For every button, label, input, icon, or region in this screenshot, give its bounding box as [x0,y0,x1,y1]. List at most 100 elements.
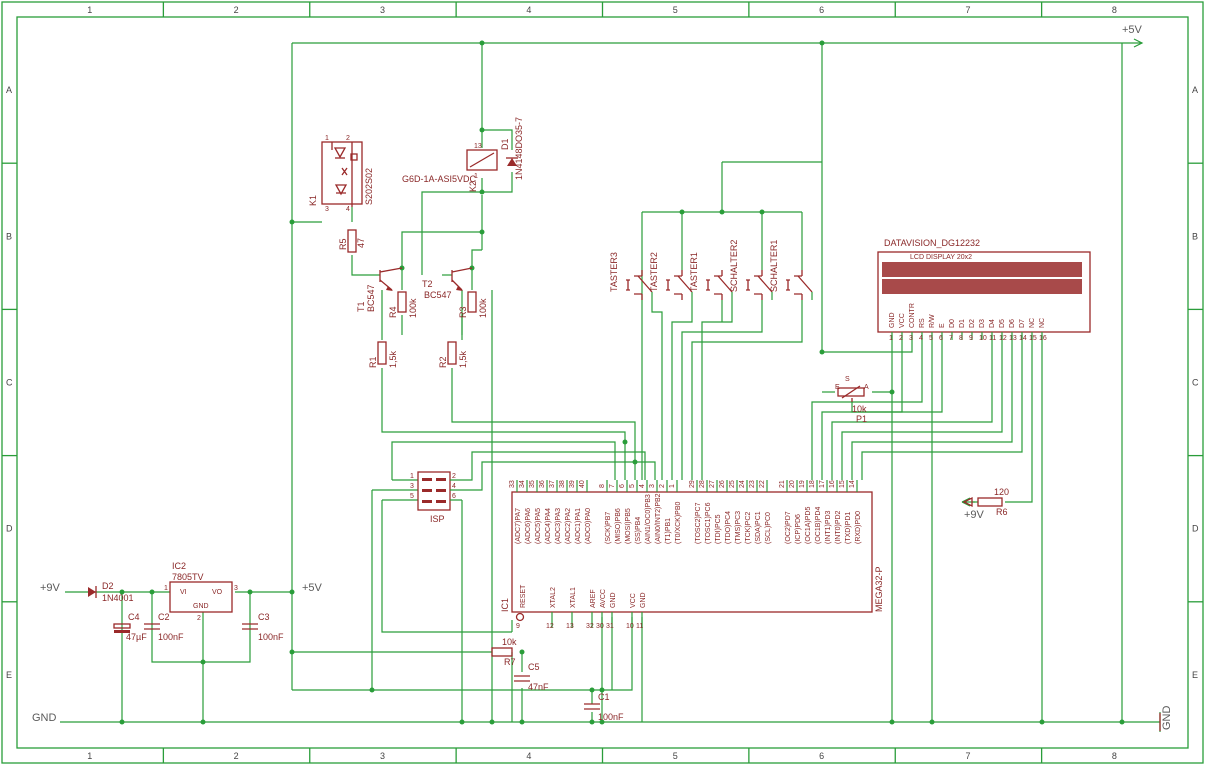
ic1-pin-function: (ADC4)PA4 [545,508,552,544]
t2-value: BC547 [424,290,452,300]
switch-schalter2[interactable]: SCHALTER2 [729,240,773,300]
c2-name: C2 [158,612,170,622]
ic1-value: MEGA32-P [874,566,884,612]
ic1-pin-number: 5 [629,484,636,488]
switch-taster1[interactable]: TASTER1 [689,252,733,300]
lcd-pin-number: 10 [979,335,987,342]
ic1-pin-function: (INT0)PD2 [835,510,842,544]
lcd-pin-number: 12 [999,335,1007,342]
ic2-vi: VI [180,589,187,596]
lcd-pin-number: 11 [989,335,996,342]
ic1-pin-number: 39 [569,480,576,488]
ic1-pin-number: 27 [709,480,716,488]
t2-transistor[interactable]: T2 BC547 [422,267,473,300]
lcd-pin-number: 8 [959,335,963,342]
c4-capacitor[interactable]: C4 47µF [113,612,147,642]
switch-schalter1[interactable]: SCHALTER1 [769,240,813,300]
k1-name: K1 [308,195,318,206]
ic1-pin-function: AVCC [600,589,607,608]
d1-diode[interactable]: D1 1N4148DO35-7 [500,117,524,180]
p1-potentiometer[interactable]: E S A 10k P1 [835,376,869,424]
frame-col-label-top: 4 [526,5,531,15]
ic1-pin-number: 6 [619,484,626,488]
ic1-mega32[interactable]: 33(ADC7)PA734(ADC6)PA635(ADC5)PA536(ADC4… [500,480,884,630]
ic1-pin-number: 22 [759,480,766,488]
p1-value: 10k [852,404,867,414]
lcd-pin-number: 14 [1019,335,1027,342]
junctions [119,40,1125,725]
r6-name: R6 [996,507,1008,517]
r6-resistor[interactable]: 120 R6 [977,487,1009,517]
k2-relay[interactable]: 13 1 G6D-1A-ASI5VDC K2 [402,143,498,192]
net-label-vin: +9V [40,582,61,594]
ic1-pin-number: 13 [566,623,574,630]
ic1-pin-number: 10 [626,623,634,630]
ic2-pin3: 3 [234,585,238,592]
ic1-pin-number: 8 [599,484,606,488]
net-label-vcc-top: +5V [1122,24,1143,36]
r5-resistor[interactable]: R5 47 [338,229,366,253]
ic1-pin-function: (ADC0)PA0 [585,508,592,544]
d2-name: D2 [102,581,114,591]
t1-transistor[interactable]: T1 BC547 [356,267,403,312]
ic1-pin-function: (RXD)PD0 [855,511,862,544]
c2-value: 100nF [158,632,184,642]
ic1-pin-number: 2 [659,484,666,488]
ic1-pin-number: 31 [606,623,614,630]
lcd-pin-label: NC [1029,318,1036,328]
lcd-pin-label: D0 [949,319,956,328]
lcd-display[interactable]: LCD DISPLAY 20x2 DATAVISION_DG12232 GND1… [877,238,1091,342]
lcd-pin-number: 2 [899,335,903,342]
r1-resistor[interactable]: R1 1,5k [368,341,398,368]
frame-row-label-left: C [6,378,13,388]
r7-resistor[interactable]: 10k R7 [491,637,517,667]
ic1-pin-number: 16 [829,480,836,488]
r3-resistor[interactable]: R3 100k [458,291,488,318]
ic1-pin-number: 36 [539,480,546,488]
lcd-pin-label: R/W [929,314,936,328]
k1-solid-state-relay[interactable]: 1 2 3 4 K1 S202S02 [308,135,374,213]
c3-capacitor[interactable]: C3 100nF [242,612,284,642]
ic1-pin-number: 7 [609,484,616,488]
ic1-pin-function: (SDA)PC1 [755,511,762,544]
r4-value: 100k [408,298,418,318]
frame-col-label-bottom: 6 [819,751,824,761]
ic1-pin-function: (ADC6)PA6 [525,508,532,544]
r7-name: R7 [504,657,516,667]
ic1-pin-function: (TDO)PC4 [725,511,732,544]
lcd-pin-label: D2 [969,319,976,328]
switch-taster3[interactable]: TASTER3 [609,252,653,300]
frame-col-label-top: 7 [965,5,970,15]
lcd-pin-number: 7 [949,335,953,342]
ic1-pin-function: (ADC7)PA7 [515,508,522,544]
p1-pin-s: S [845,376,850,383]
c5-value: 47nF [528,682,549,692]
c5-capacitor[interactable]: C5 47nF [514,662,549,692]
ic2-regulator[interactable]: VI VO GND 1 2 3 IC2 7805TV [164,561,238,622]
r4-resistor[interactable]: R4 100k [388,291,418,318]
lcd-pin-number: 15 [1029,335,1037,342]
d2-value: 1N4001 [102,593,134,603]
ic1-pin-function: (OC2)PD7 [785,511,792,544]
frame-col-label-top: 1 [87,5,92,15]
isp-pin6: 6 [452,493,456,500]
lcd-pin-number: 9 [969,335,973,342]
lcd-pin-label: D5 [999,319,1006,328]
lcd-name: DATAVISION_DG12232 [884,238,980,248]
switch-label: TASTER1 [689,252,699,292]
ic1-pin-function: (ADC2)PA2 [565,508,572,544]
net-label-gnd: GND [32,712,57,724]
c1-capacitor[interactable]: C1 100nF [584,692,624,722]
lcd-value: LCD DISPLAY 20x2 [910,254,972,261]
c2-capacitor[interactable]: C2 100nF [144,612,184,642]
ic1-pin-function: (SCL)PC0 [765,512,772,544]
r5-value: 47 [356,238,366,248]
frame-col-label-bottom: 7 [965,751,970,761]
switch-label: SCHALTER1 [769,240,779,292]
switch-taster2[interactable]: TASTER2 [649,252,693,300]
frame-row-label-right: A [1192,85,1198,95]
d2-diode[interactable]: D2 1N4001 [88,581,134,603]
isp-connector[interactable]: 1 2 3 4 5 6 ISP [410,471,462,524]
r2-resistor[interactable]: R2 1,5k [438,341,468,368]
